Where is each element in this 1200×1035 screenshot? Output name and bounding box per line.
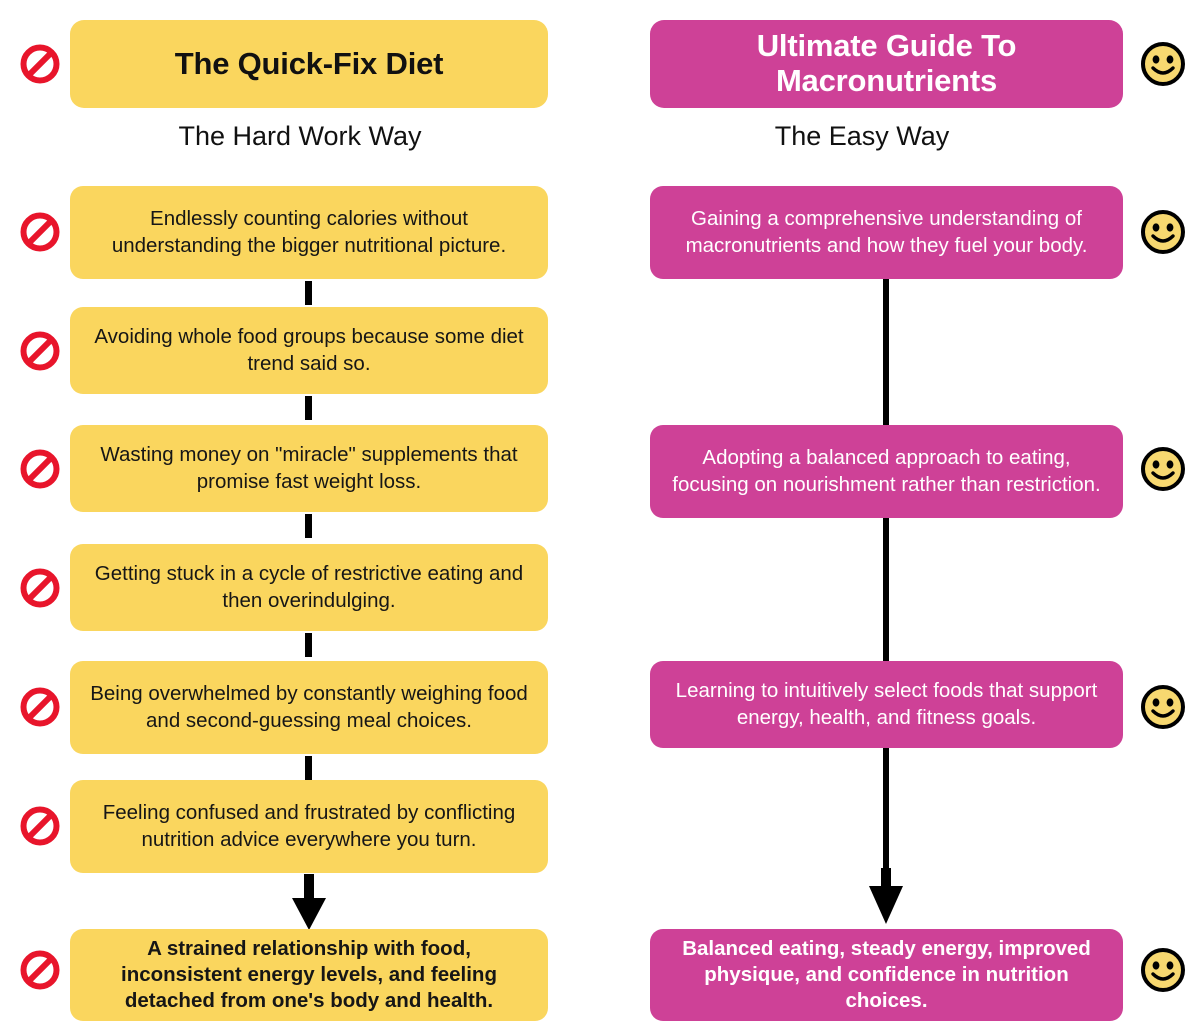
prohibition-icon: [14, 325, 66, 377]
smiley-icon: [1137, 944, 1189, 996]
left-step-1: Endlessly counting calories without unde…: [70, 186, 548, 279]
left-outcome-text: A strained relationship with food, incon…: [121, 936, 497, 1013]
smiley-icon: [1137, 443, 1189, 495]
left-step-5: Being overwhelmed by constantly weighing…: [70, 661, 548, 754]
left-connector-2: [305, 396, 312, 420]
prohibition-icon: [14, 681, 66, 733]
prohibition-icon: [14, 38, 66, 90]
right-title-text: Ultimate Guide To Macronutrients: [756, 28, 1017, 98]
left-step-2: Avoiding whole food groups because some …: [70, 307, 548, 394]
right-outcome-box: Balanced eating, steady energy, improved…: [650, 929, 1123, 1021]
prohibition-icon: [14, 800, 66, 852]
left-title-banner: The Quick-Fix Diet: [70, 20, 548, 108]
right-title-banner: Ultimate Guide To Macronutrients: [650, 20, 1123, 108]
left-subtitle: The Hard Work Way: [178, 121, 422, 151]
left-step-6: Feeling confused and frustrated by confl…: [70, 780, 548, 873]
left-connector-3: [305, 514, 312, 538]
smiley-icon: [1137, 38, 1189, 90]
left-step-2-text: Avoiding whole food groups because some …: [94, 325, 524, 375]
left-connector-1: [305, 281, 312, 305]
left-outcome-box: A strained relationship with food, incon…: [70, 929, 548, 1021]
left-step-4-text: Getting stuck in a cycle of restrictive …: [94, 562, 524, 612]
right-step-2: Adopting a balanced approach to eating, …: [650, 425, 1123, 518]
left-column-quick-fix-diet: The Quick-Fix Diet The Hard Work Way End…: [14, 20, 548, 1021]
right-column-ultimate-guide: Ultimate Guide To Macronutrients The Eas…: [600, 0, 1200, 1035]
left-title-text: The Quick-Fix Diet: [174, 45, 444, 81]
left-step-4: Getting stuck in a cycle of restrictive …: [70, 544, 548, 631]
prohibition-icon: [14, 944, 66, 996]
left-step-3-text: Wasting money on "miracle" supplements t…: [100, 443, 518, 493]
right-step-3-text: Learning to intuitively select foods tha…: [675, 679, 1098, 729]
right-step-3: Learning to intuitively select foods tha…: [650, 661, 1123, 748]
prohibition-icon: [14, 206, 66, 258]
right-connector-3: [883, 748, 889, 876]
prohibition-icon: [14, 562, 66, 614]
smiley-icon: [1137, 681, 1189, 733]
prohibition-icon: [14, 443, 66, 495]
right-step-2-text: Adopting a balanced approach to eating, …: [672, 446, 1101, 496]
right-step-1: Gaining a comprehensive understanding of…: [650, 186, 1123, 279]
left-step-3: Wasting money on "miracle" supplements t…: [70, 425, 548, 512]
right-subtitle: The Easy Way: [774, 121, 950, 151]
left-connector-5: [305, 756, 312, 780]
right-outcome-text: Balanced eating, steady energy, improved…: [682, 936, 1091, 1013]
smiley-icon: [1137, 206, 1189, 258]
left-connector-4: [305, 633, 312, 657]
right-connector-2: [883, 518, 889, 661]
left-step-5-text: Being overwhelmed by constantly weighing…: [90, 682, 528, 732]
right-step-1-text: Gaining a comprehensive understanding of…: [685, 207, 1088, 257]
left-flow-arrow-icon: [285, 874, 333, 938]
right-connector-1: [883, 279, 889, 425]
left-step-1-text: Endlessly counting calories without unde…: [111, 207, 507, 257]
right-flow-arrow-icon: [862, 868, 910, 932]
left-step-6-text: Feeling confused and frustrated by confl…: [102, 801, 516, 851]
